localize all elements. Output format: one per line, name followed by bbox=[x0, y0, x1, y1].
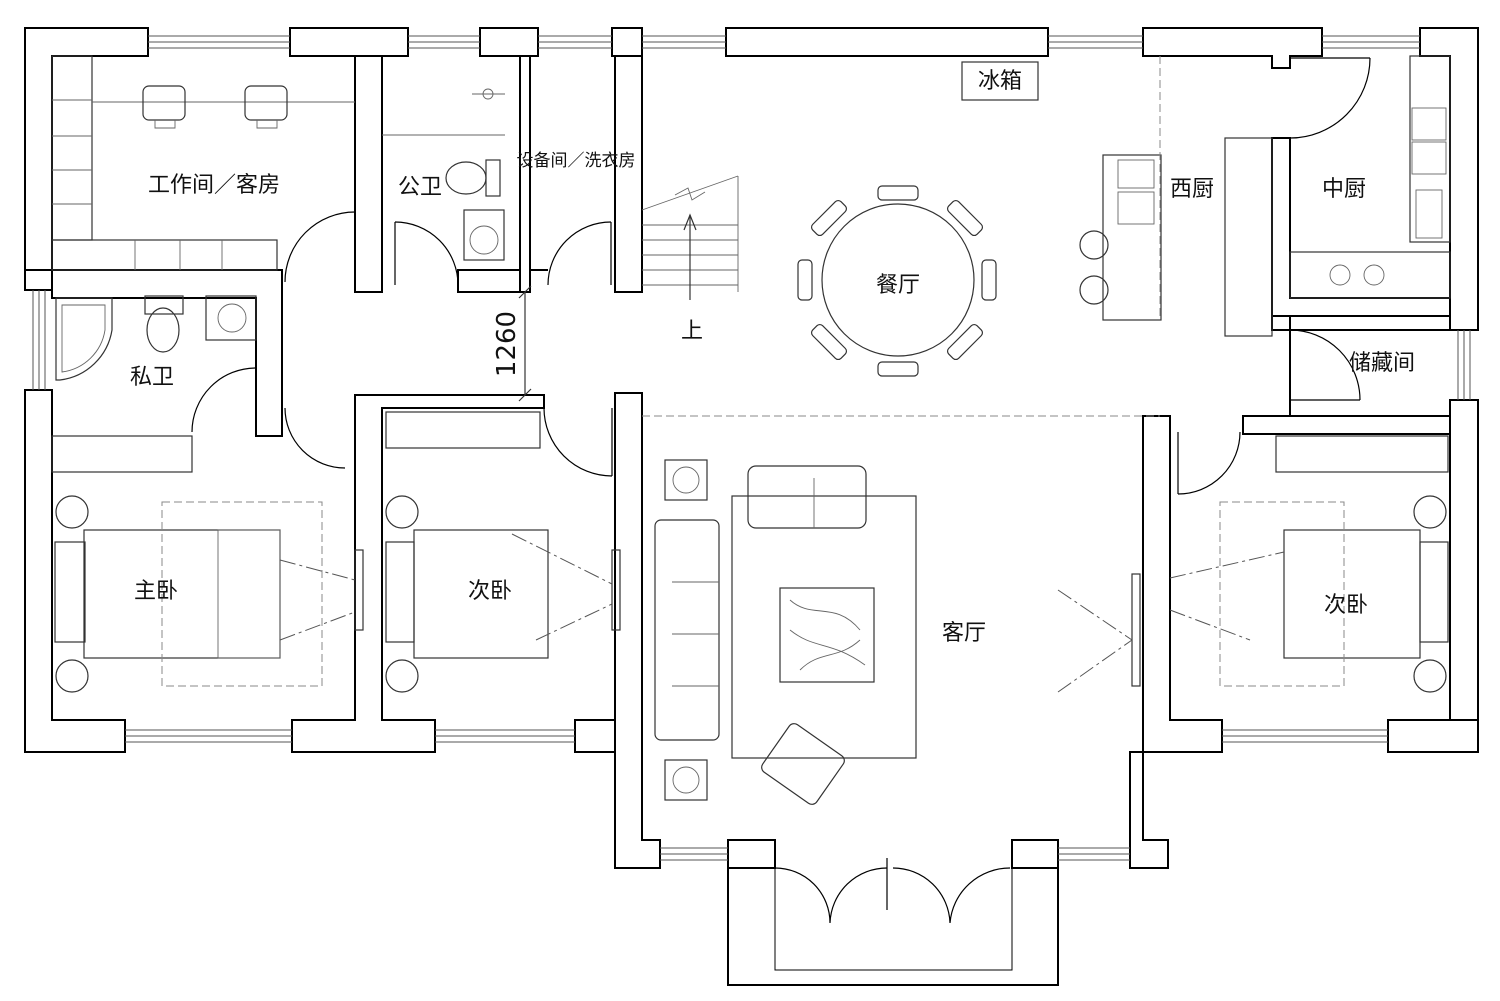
kitchen-furniture bbox=[1079, 55, 1451, 337]
label-second-bedroom-right: 次卧 bbox=[1324, 593, 1368, 618]
dining-furniture bbox=[797, 61, 1039, 377]
dimension-label: 1260 bbox=[492, 311, 522, 377]
label-dining: 餐厅 bbox=[876, 273, 920, 298]
zone-lines bbox=[642, 56, 1161, 417]
label-living-room: 客厅 bbox=[942, 621, 986, 646]
label-western-kitchen: 西厨 bbox=[1170, 177, 1214, 202]
label-laundry: 设备间／洗衣房 bbox=[517, 151, 636, 171]
label-fridge: 冰箱 bbox=[978, 69, 1022, 94]
bedroom-furniture bbox=[51, 411, 1449, 693]
label-second-bedroom-left: 次卧 bbox=[468, 579, 512, 604]
label-master-bedroom: 主卧 bbox=[134, 579, 178, 604]
doors bbox=[191, 57, 1371, 924]
label-stair-up: 上 bbox=[681, 319, 703, 344]
label-study: 工作间／客房 bbox=[148, 173, 280, 198]
walls bbox=[24, 27, 1479, 986]
label-private-bath: 私卫 bbox=[130, 365, 174, 390]
study-furniture bbox=[51, 55, 355, 271]
room-labels: 工作间／客房 公卫 设备间／洗衣房 冰箱 餐厅 西厨 中厨 储藏间 私卫 主卧 … bbox=[130, 69, 1415, 646]
label-storage: 储藏间 bbox=[1349, 351, 1415, 376]
label-public-bath: 公卫 bbox=[398, 175, 442, 200]
bathroom-fixtures bbox=[55, 88, 505, 381]
windows bbox=[32, 35, 1471, 861]
living-furniture bbox=[654, 459, 1133, 805]
stairs bbox=[641, 175, 739, 300]
corridor-dimension: 1260 bbox=[492, 285, 532, 402]
label-chinese-kitchen: 中厨 bbox=[1322, 177, 1366, 202]
